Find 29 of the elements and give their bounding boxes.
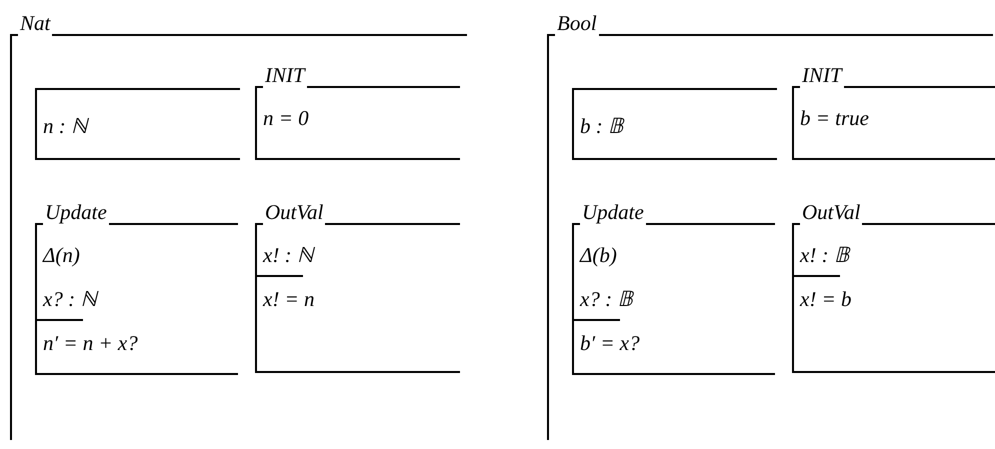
formula-text: x! = n [263,288,314,310]
schema-box [572,201,775,375]
formula-text: x! : 𝔹 [800,244,849,266]
schema-box [572,88,777,160]
formula-text: x! = b [800,288,852,310]
schema-box [792,201,995,373]
formula-text: x? : ℕ [43,288,96,310]
schema-name: OutVal [801,202,862,225]
schema-box [35,88,240,160]
schema-name: Bool [556,13,598,36]
formula-text: Δ(n) [43,244,80,266]
formula-text: Δ(b) [580,244,617,266]
schema-name: Update [581,202,645,225]
formula-text: n = 0 [263,108,309,128]
schema-name: INIT [264,65,307,88]
class-frame [547,12,993,440]
schema-box [35,201,238,375]
formula-text: x! : ℕ [263,244,313,266]
schema-box [255,201,460,373]
formula-text: x? : 𝔹 [580,288,632,310]
schema-name: OutVal [264,202,324,225]
formula-text: b = true [800,108,869,128]
schema-name: Update [44,202,108,225]
formula-text: n′ = n + x? [43,332,138,354]
formula-text: b : 𝔹 [580,116,623,136]
formula-text: b′ = x? [580,332,640,354]
schema-name: INIT [801,65,844,88]
formula-text: n : ℕ [43,116,87,136]
schema-name: Nat [18,13,52,36]
